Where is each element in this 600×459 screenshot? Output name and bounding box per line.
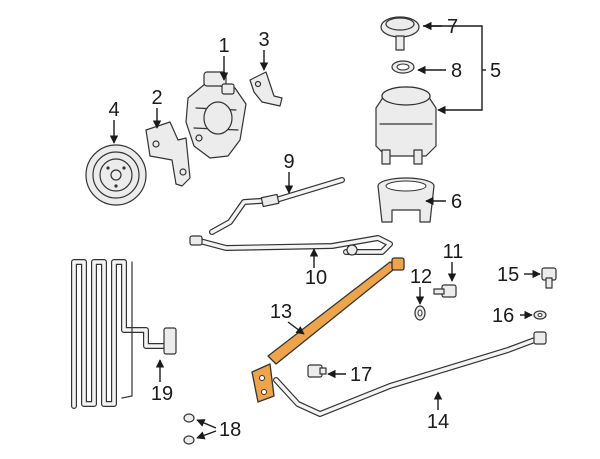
callout-labels: 1 2 3 4 5 6 7 8 9 10 11 12 13 14 15 16 1… — [108, 16, 519, 441]
part-bracket-3 — [249, 71, 283, 107]
callout-11: 11 — [443, 241, 464, 263]
callout-2: 2 — [151, 87, 162, 109]
callout-19: 19 — [151, 383, 173, 405]
callout-17: 17 — [350, 364, 372, 386]
part-seal — [391, 60, 415, 74]
leader-13 — [287, 321, 305, 335]
part-bolt-11 — [433, 284, 457, 298]
part-line-14 — [273, 331, 547, 417]
callout-10: 10 — [305, 267, 327, 289]
callout-3: 3 — [258, 29, 269, 51]
part-bracket-2 — [145, 121, 191, 187]
callout-7: 7 — [447, 16, 458, 38]
callout-12: 12 — [410, 266, 432, 288]
part-pulley — [85, 144, 147, 206]
callout-16: 16 — [492, 305, 514, 327]
callout-14: 14 — [427, 411, 449, 433]
part-reservoir-clamp — [377, 177, 435, 223]
callout-5: 5 — [490, 60, 501, 82]
callout-4: 4 — [108, 99, 119, 121]
part-hose-9 — [209, 177, 345, 235]
part-washers-18 — [183, 413, 195, 445]
part-reservoir — [375, 86, 437, 165]
leader-lines — [109, 21, 541, 440]
callout-15: 15 — [497, 264, 519, 286]
part-washer-12 — [414, 305, 426, 321]
callout-8: 8 — [451, 60, 462, 82]
part-bolt-15 — [541, 267, 557, 289]
part-oil-cooler — [71, 259, 177, 409]
part-reservoir-cap — [380, 16, 420, 51]
part-bolt-17 — [307, 364, 327, 378]
part-line-10 — [189, 235, 393, 256]
callout-18: 18 — [219, 419, 241, 441]
callout-13: 13 — [270, 301, 292, 323]
part-washer-16 — [533, 310, 547, 320]
leader-18b — [196, 430, 217, 440]
callout-9: 9 — [283, 151, 294, 173]
leader-18a — [196, 419, 217, 429]
part-power-steering-pump — [185, 71, 247, 159]
callout-6: 6 — [451, 191, 462, 213]
part-bracket-13-highlighted — [251, 257, 405, 403]
leader-5 — [423, 25, 483, 115]
callout-1: 1 — [218, 35, 229, 57]
